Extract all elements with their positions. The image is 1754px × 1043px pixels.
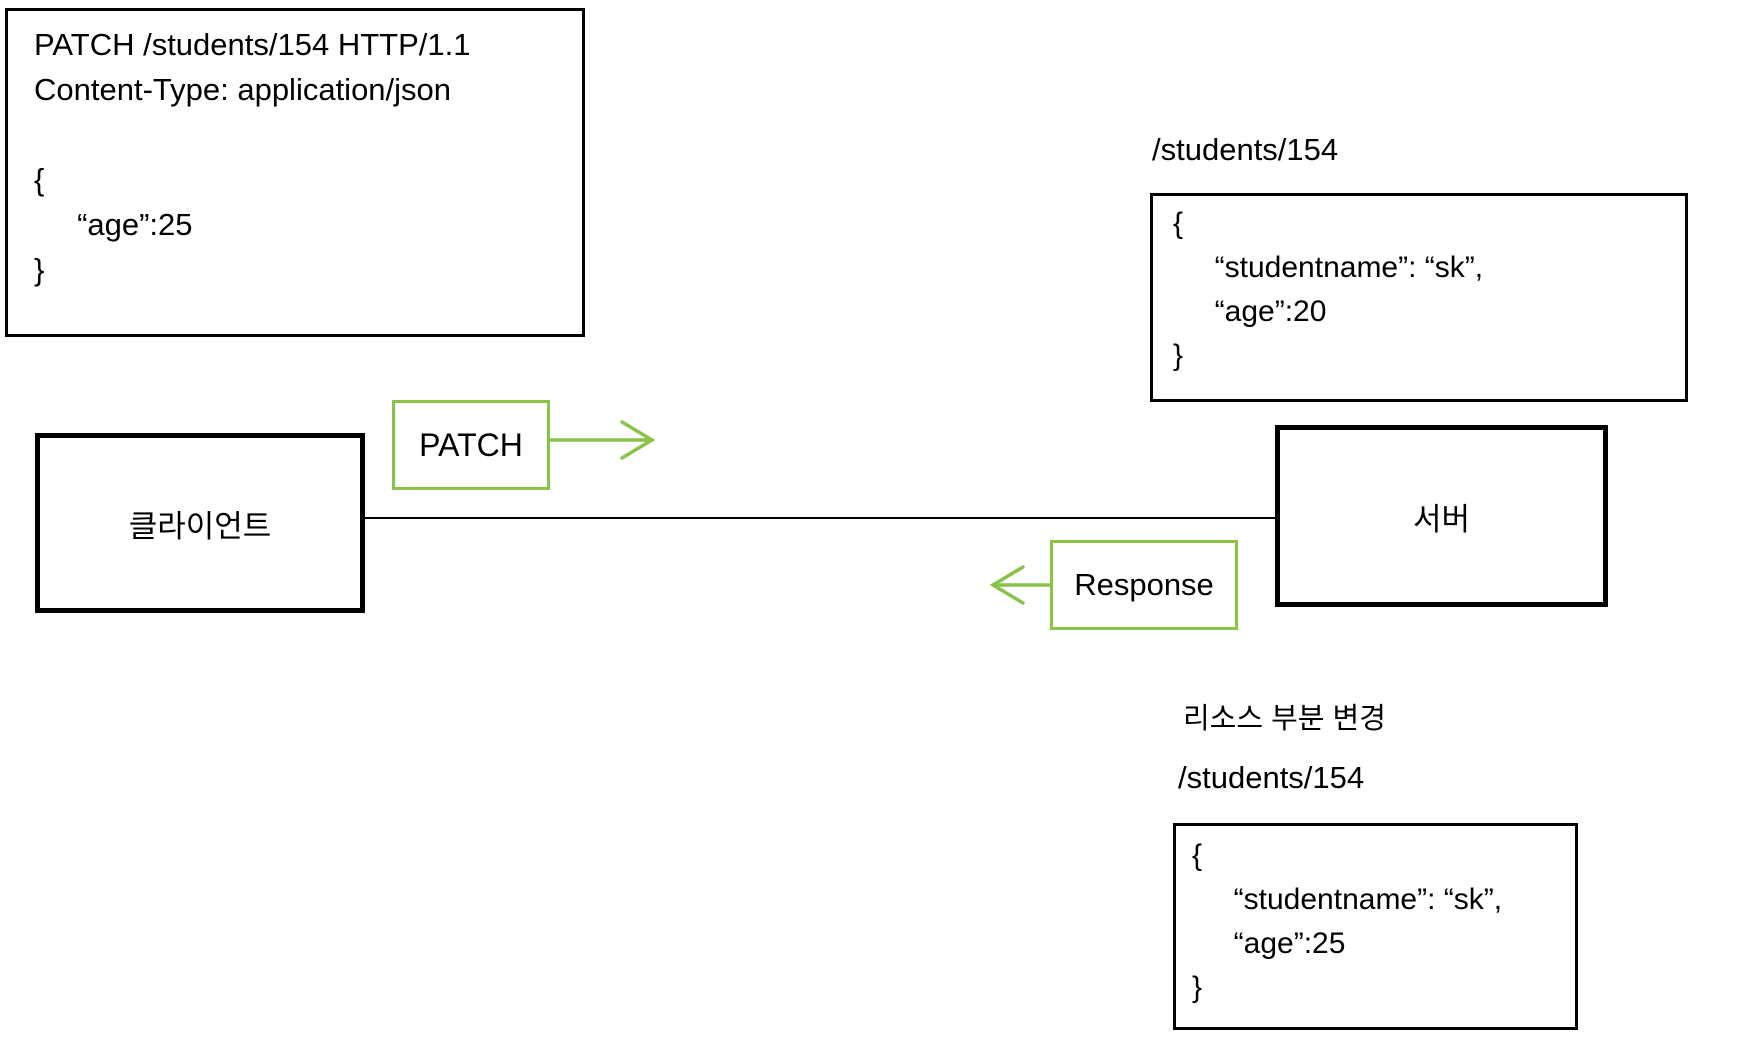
- resource-state-after-text: { “studentname”: “sk”, “age”:25 }: [1192, 839, 1503, 1004]
- http-request-box: PATCH /students/154 HTTP/1.1 Content-Typ…: [5, 8, 585, 337]
- resource-state-before-box: { “studentname”: “sk”, “age”:20 }: [1150, 193, 1688, 402]
- server-label: 서버: [1412, 501, 1471, 537]
- server-box: 서버: [1275, 425, 1608, 607]
- response-label: Response: [1074, 567, 1214, 602]
- resource-state-before-text: { “studentname”: “sk”, “age”:20 }: [1173, 207, 1484, 372]
- client-label: 클라이언트: [128, 508, 272, 544]
- partial-update-caption: 리소스 부분 변경: [1183, 703, 1386, 735]
- resource-path-label-before: /students/154: [1152, 132, 1339, 167]
- patch-method-box: PATCH: [392, 400, 550, 490]
- http-request-text: PATCH /students/154 HTTP/1.1 Content-Typ…: [34, 27, 471, 287]
- client-server-connection-line: [365, 517, 1275, 519]
- response-box: Response: [1050, 540, 1238, 630]
- resource-path-label-after: /students/154: [1178, 760, 1365, 795]
- client-box: 클라이언트: [35, 433, 365, 613]
- response-arrow-left-icon: [989, 565, 1050, 605]
- patch-method-label: PATCH: [419, 426, 523, 463]
- patch-arrow-right-icon: [550, 420, 656, 460]
- resource-state-after-box: { “studentname”: “sk”, “age”:25 }: [1173, 823, 1578, 1030]
